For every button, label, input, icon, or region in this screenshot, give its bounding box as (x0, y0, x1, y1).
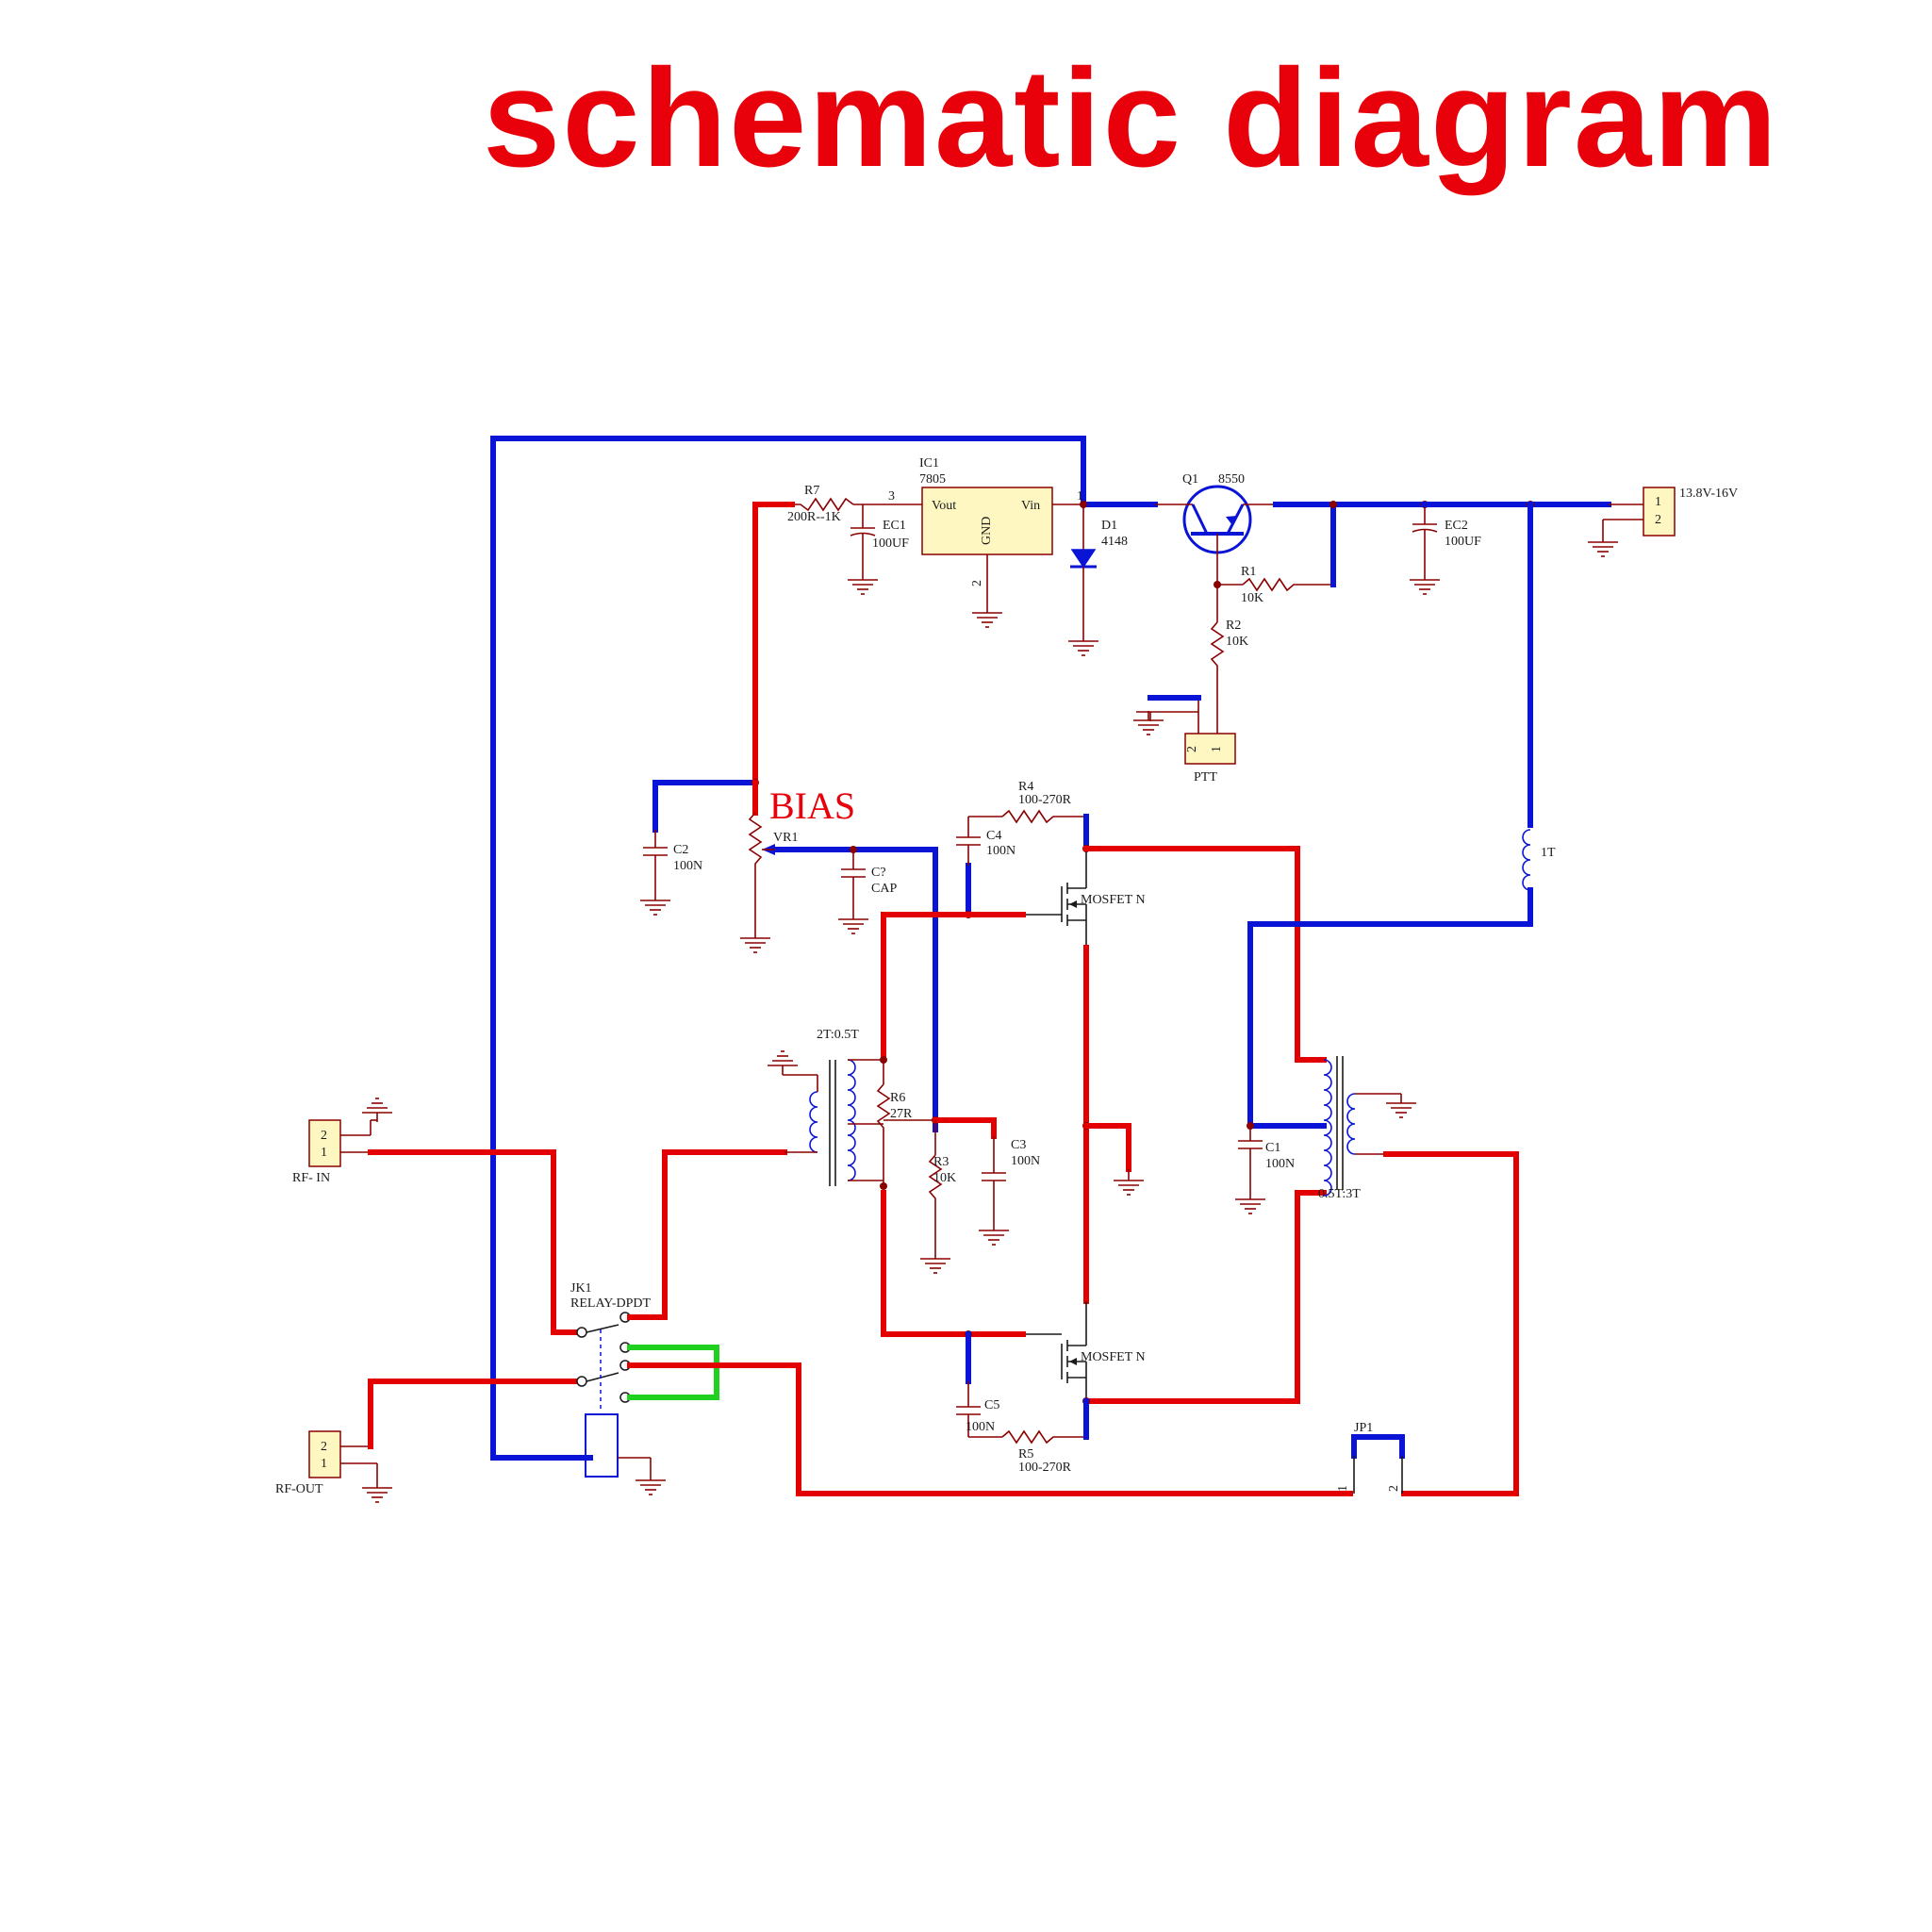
r2-resistor (1210, 621, 1225, 698)
r1-value: 10K (1241, 591, 1263, 605)
page-title: schematic diagram (483, 41, 1779, 196)
amplifier-stage: R4 100-270R C4 100N MOSFET N (881, 780, 1327, 1475)
jk1-ref: JK1 (570, 1281, 592, 1296)
wire-relay-coil-feed (490, 436, 1086, 1461)
r6-resistor (876, 1083, 891, 1160)
c3-ref: C3 (1011, 1138, 1026, 1152)
ec2-value: 100UF (1445, 535, 1481, 549)
ic1-pin3: 3 (888, 489, 895, 504)
l1-inductor (1522, 829, 1531, 891)
r1-resistor (1242, 577, 1333, 592)
rf-in-connector (308, 1119, 341, 1167)
ic1-gnd-label: GND (980, 517, 994, 545)
jp1-pin2: 2 (1387, 1485, 1401, 1492)
jp1-pin1: 1 (1336, 1485, 1350, 1492)
ec1-ref: EC1 (883, 519, 906, 533)
r6-value: 27R (890, 1107, 913, 1121)
ptt-label: PTT (1194, 770, 1217, 784)
bias-section: BIAS C2 100N VR1 C? CAP (639, 779, 938, 1132)
c4-ref: C4 (986, 829, 1001, 843)
r7-resistor (792, 497, 854, 512)
jk1-relay-coil (585, 1413, 619, 1478)
power-pin2: 2 (1655, 513, 1661, 527)
relay-bridge (627, 1345, 719, 1400)
jp1-jumper (1351, 1434, 1405, 1459)
r4-value: 100-270R (1018, 793, 1072, 807)
r3-ref: R3 (933, 1155, 949, 1169)
ec2-ref: EC2 (1445, 519, 1468, 533)
power-label: 13.8V-16V (1679, 487, 1738, 501)
ic1-pin1: 1 (1077, 489, 1083, 504)
ec1-value: 100UF (872, 537, 909, 551)
jk1-part: RELAY-DPDT (570, 1296, 651, 1311)
ic1-vin-label: Vin (1021, 499, 1040, 513)
mosfet-top (1023, 849, 1087, 948)
d1-diode (1070, 549, 1097, 569)
r1-ref: R1 (1241, 565, 1256, 579)
rf-in-pin1: 1 (321, 1146, 327, 1160)
c2-value: 100N (673, 859, 702, 873)
t1-ratio: 2T:0.5T (817, 1028, 859, 1042)
r5-resistor (1001, 1429, 1086, 1445)
c5-value: 100N (966, 1420, 995, 1434)
r3-value: 10K (933, 1171, 956, 1185)
c1-ref: C1 (1265, 1141, 1280, 1155)
q1-value: 8550 (1218, 472, 1245, 487)
bias-label: BIAS (769, 784, 855, 827)
c5-ref: C5 (984, 1398, 999, 1412)
ic1-vout-label: Vout (932, 499, 956, 513)
r4-resistor (1001, 809, 1086, 824)
r4-ref: R4 (1018, 780, 1033, 794)
r7-value: 200R--1K (787, 510, 841, 524)
d1-ref: D1 (1101, 519, 1117, 533)
wire-bias-feed (752, 502, 795, 785)
c2-ref: C2 (673, 843, 688, 857)
ic1-part: 7805 (919, 472, 946, 487)
ptt-connector (1184, 733, 1236, 765)
mosfet-bottom (1023, 1301, 1087, 1401)
t2-ratio: 0.5T:3T (1318, 1187, 1361, 1201)
ic1-regulator (921, 487, 1053, 555)
mosfet-top-label: MOSFET N (1081, 893, 1146, 907)
r2-value: 10K (1226, 635, 1248, 649)
cq-value: CAP (871, 882, 897, 896)
mosfet-bottom-label: MOSFET N (1081, 1350, 1146, 1364)
power-pin1: 1 (1655, 495, 1661, 509)
rf-out-connector (308, 1430, 341, 1478)
ic1-ref: IC1 (919, 456, 939, 471)
rf-out-label: RF-OUT (275, 1482, 323, 1496)
rf-out-pin2: 2 (321, 1440, 327, 1454)
l1-value: 1T (1541, 846, 1556, 860)
r3-resistor (928, 1154, 943, 1249)
ptt-pin1: 1 (1210, 746, 1224, 752)
c1-value: 100N (1265, 1157, 1295, 1171)
q1-ref: Q1 (1182, 472, 1198, 487)
rf-out-pin1: 1 (321, 1457, 327, 1471)
r5-value: 100-270R (1018, 1461, 1072, 1475)
output-transformer: 1T C1 100N 0.5T:3T (1234, 502, 1556, 1496)
ptt-pin2: 2 (1185, 746, 1199, 752)
c4-value: 100N (986, 844, 1016, 858)
r6-ref: R6 (890, 1091, 905, 1105)
ic1-pin2: 2 (970, 580, 984, 586)
regulator-section: IC1 7805 Vout Vin GND 3 1 2 R7 200R--1K … (490, 436, 1738, 1461)
vr1-ref: VR1 (773, 831, 798, 845)
r7-ref: R7 (804, 484, 819, 498)
input-transformer: 2T:0.5T R6 27R R3 10K (767, 1028, 1040, 1274)
rf-in-label: RF- IN (292, 1171, 330, 1185)
c3-value: 100N (1011, 1154, 1040, 1168)
power-connector (1643, 487, 1676, 537)
d1-value: 4148 (1101, 535, 1128, 549)
cq-ref: C? (871, 866, 886, 880)
r5-ref: R5 (1018, 1447, 1033, 1461)
io-section: 2 1 RF- IN 2 1 RF-OUT JK1 RELAY-DPDT (275, 1098, 1405, 1503)
jp1-ref: JP1 (1354, 1421, 1373, 1435)
r2-ref: R2 (1226, 619, 1241, 633)
rf-in-pin2: 2 (321, 1129, 327, 1143)
vr1-potentiometer (748, 812, 763, 929)
